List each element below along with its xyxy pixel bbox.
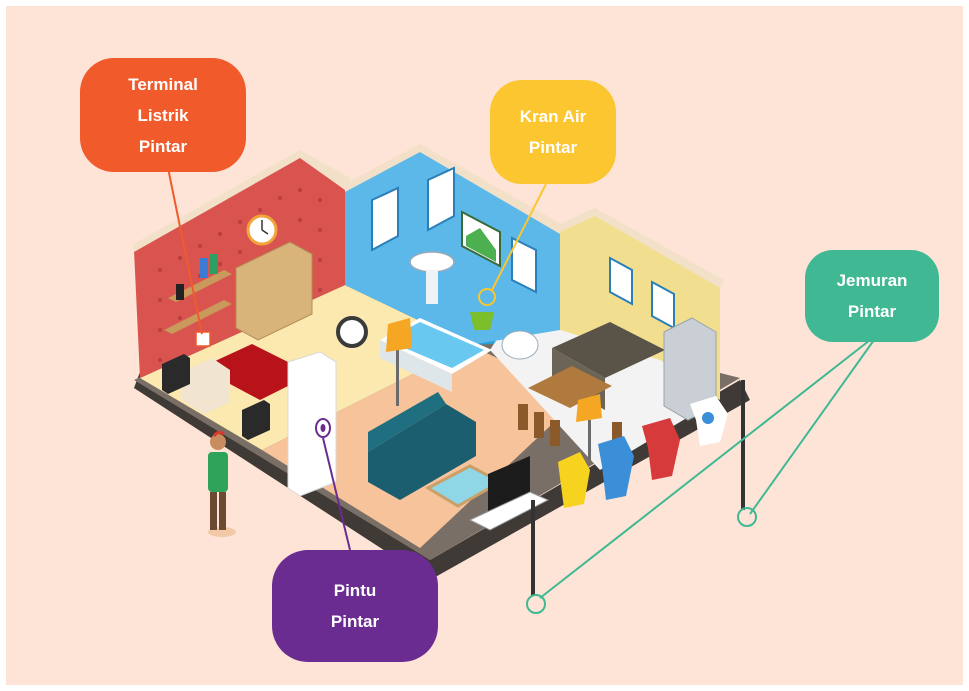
table-lamp-shade	[576, 394, 602, 422]
callout-power-line-2: Listrik	[137, 105, 189, 125]
callout-clothesline-line-1: Jemuran	[836, 271, 908, 290]
nightstand-left	[162, 354, 190, 394]
dining-table	[528, 366, 612, 408]
callout-faucet-line-2: Pintar	[528, 138, 578, 157]
wall-picture-landscape	[466, 228, 496, 262]
kitchen-windows	[609, 256, 675, 330]
callout-power-line-3: Pintar	[138, 136, 188, 156]
bed	[200, 344, 312, 400]
kitchen-counter	[552, 322, 665, 378]
clothesline-marker-right	[737, 507, 757, 527]
dining-chairs	[518, 404, 622, 448]
clothesline-marker-left	[526, 594, 546, 614]
callout-smart-faucet: Kran Air Pintar	[490, 80, 616, 184]
bucket	[470, 312, 494, 330]
room-clock	[336, 316, 368, 348]
sink-pedestal	[426, 270, 438, 304]
nightstand-right	[242, 400, 270, 440]
connector-power	[167, 167, 203, 335]
connector-clothesline-left	[539, 339, 871, 599]
table-lamp-pole	[588, 420, 591, 460]
couch	[368, 404, 476, 500]
connector-faucet	[491, 183, 547, 291]
toilet	[501, 330, 539, 360]
smart-faucet-marker	[478, 288, 496, 306]
door	[287, 351, 337, 497]
floor-lamp	[396, 350, 399, 406]
smart-power-socket	[195, 331, 211, 347]
bed-headboard	[182, 358, 230, 414]
callout-faucet-line-1: Kran Air	[519, 107, 587, 126]
callout-smart-clothesline: Jemuran Pintar	[805, 250, 939, 342]
sink	[409, 251, 455, 273]
hanging-clothes	[558, 396, 728, 508]
connector-clothesline-right	[749, 339, 875, 515]
person-figure	[208, 430, 236, 537]
kitchen-wall-top	[560, 208, 724, 288]
callout-door-line-2: Pintar	[330, 612, 380, 631]
floor-lamp-shade	[386, 318, 412, 352]
tv-stand	[468, 491, 550, 531]
bathroom-windows	[371, 166, 537, 294]
callout-smart-door: Pintu Pintar	[272, 550, 438, 662]
bedroom-wall-pattern	[158, 188, 322, 362]
callout-power-line-1: Terminal	[128, 74, 198, 94]
callout-door-line-1: Pintu	[333, 581, 377, 600]
callout-smart-power-socket: Terminal Listrik Pintar	[80, 58, 246, 172]
callout-clothesline-line-2: Pintar	[847, 302, 897, 321]
connector-door	[322, 437, 351, 551]
wardrobe	[235, 241, 313, 341]
smart-door-lock-marker	[315, 418, 331, 438]
